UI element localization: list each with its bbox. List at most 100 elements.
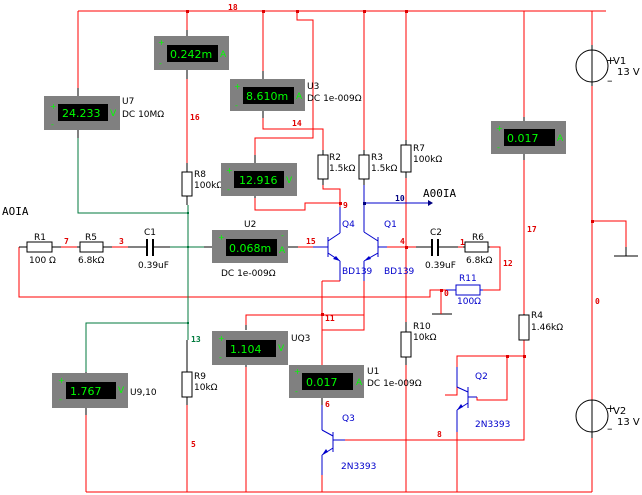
- meter-reading: 0.017: [507, 132, 539, 145]
- meter-reading: 0.068m: [229, 242, 271, 255]
- svg-text:+: +: [294, 367, 301, 376]
- q2-model: 2N3393: [475, 420, 510, 430]
- probe-label-input: AOIA: [2, 205, 29, 218]
- c1-value: 0.39uF: [138, 261, 169, 271]
- c2-value: 0.39uF: [425, 261, 456, 271]
- meter-reading: 1.767: [70, 385, 102, 398]
- transistor-Q3[interactable]: [321, 405, 345, 475]
- net-label: 4: [400, 237, 405, 246]
- v1-name: V1: [613, 56, 626, 67]
- resistor-R11[interactable]: [446, 284, 483, 296]
- resistor-R8[interactable]: [181, 171, 193, 197]
- voltmeter-U9-10[interactable]: +- 1.767 V: [52, 373, 128, 408]
- r9-value: 10kΩ: [194, 383, 218, 393]
- net-label: 6: [325, 400, 330, 409]
- resistor-R10[interactable]: [400, 331, 412, 358]
- svg-text:-: -: [235, 101, 238, 110]
- q4-name: Q4: [342, 220, 355, 230]
- r2-value: 1.5kΩ: [329, 164, 356, 174]
- v1-value: 13 V: [617, 67, 640, 78]
- voltmeter-UQ3[interactable]: +- 1.104 V: [212, 331, 288, 365]
- r7-value: 100kΩ: [413, 155, 442, 165]
- meter-unit: A: [356, 378, 363, 388]
- svg-text:-: -: [497, 143, 500, 152]
- multimeter-U7[interactable]: +- 24.233 V: [44, 96, 120, 130]
- svg-text:+: +: [496, 124, 503, 133]
- capacitor-C2[interactable]: [431, 239, 439, 256]
- voltage-source-V1[interactable]: + –: [575, 49, 615, 87]
- resistor-R3[interactable]: [358, 154, 370, 180]
- v1-plus-sign: +: [606, 54, 615, 67]
- svg-text:-: -: [159, 59, 162, 68]
- ammeter-upper[interactable]: +- 0.242m A: [154, 36, 229, 70]
- resistor-R9[interactable]: [181, 371, 193, 398]
- svg-text:+: +: [218, 334, 225, 343]
- voltage-source-V2[interactable]: + –: [575, 399, 615, 435]
- ground-symbol-right: [614, 247, 638, 257]
- resistor-R2[interactable]: [317, 154, 329, 180]
- r9-name: R9: [194, 372, 206, 382]
- svg-text:-: -: [295, 387, 298, 396]
- net-label: 7: [64, 237, 69, 246]
- r5-value: 6.8kΩ: [78, 256, 105, 266]
- r7-name: R7: [413, 144, 425, 154]
- svg-text:+: +: [58, 376, 65, 385]
- transistor-Q4[interactable]: [322, 207, 341, 282]
- r6-value: 6.8kΩ: [466, 256, 493, 266]
- svg-text:+: +: [50, 102, 57, 111]
- svg-text:-: -: [51, 120, 54, 129]
- meter-unit: V: [110, 109, 117, 119]
- ammeter-U3[interactable]: +- 8.610m A: [230, 79, 305, 111]
- net-label: 11: [325, 314, 335, 323]
- svg-text:+: +: [218, 233, 225, 242]
- junction-dots: [186, 10, 594, 358]
- r4-value: 1.46kΩ: [531, 323, 563, 333]
- net-label: 12: [503, 259, 513, 268]
- ammeter-U1[interactable]: + - 0.017 A: [289, 365, 364, 398]
- net-label: 15: [306, 237, 316, 246]
- resistor-R1[interactable]: [26, 241, 53, 253]
- net-label: 3: [119, 237, 124, 246]
- meter-reading: 8.610m: [246, 90, 288, 103]
- resistor-R4[interactable]: [518, 314, 530, 341]
- q2-name: Q2: [475, 372, 488, 382]
- r8-name: R8: [194, 170, 206, 180]
- meter-reading: 12.916: [239, 174, 278, 187]
- transistor-Q2[interactable]: [456, 367, 477, 432]
- resistor-R6[interactable]: [464, 241, 489, 253]
- svg-text:-: -: [59, 395, 62, 404]
- q3-name: Q3: [342, 414, 355, 424]
- svg-text:-: -: [227, 185, 230, 194]
- probe-label-output: A00IA: [423, 187, 456, 200]
- r11-value: 100Ω: [457, 297, 481, 307]
- meter-unit: A: [557, 134, 564, 144]
- svg-text:-: -: [281, 231, 284, 240]
- c1-name: C1: [144, 228, 156, 238]
- r11-name: R11: [459, 274, 477, 284]
- meter-label: UQ3: [291, 334, 310, 344]
- svg-text:+: +: [234, 82, 241, 91]
- svg-text:+: +: [158, 38, 165, 47]
- r1-name: R1: [34, 233, 46, 243]
- net-label: 18: [228, 3, 238, 12]
- transistor-Q1[interactable]: [363, 231, 379, 281]
- ground-symbol-mid: [432, 305, 452, 315]
- c2-name: C2: [430, 228, 442, 238]
- meter-reading: 0.017: [306, 376, 338, 389]
- resistor-R5[interactable]: [79, 241, 104, 253]
- meter-sub-label: DC 10MΩ: [122, 110, 164, 120]
- capacitor-C1[interactable]: [146, 239, 154, 256]
- net-label: 14: [292, 119, 302, 128]
- meter-sub-label: DC 1e-009Ω: [367, 379, 422, 389]
- resistor-R7[interactable]: [400, 144, 412, 173]
- wires-blue: [313, 185, 432, 248]
- r3-value: 1.5kΩ: [371, 164, 398, 174]
- v2-name: V2: [613, 406, 626, 417]
- meter-sub-label: DC 1e-009Ω: [221, 269, 276, 279]
- ammeter-U2[interactable]: + - 0.068m A: [212, 230, 288, 263]
- voltmeter-mid[interactable]: +- 12.916 V: [221, 163, 297, 196]
- meter-unit: A: [279, 246, 286, 256]
- q4-model: BD139: [342, 267, 373, 277]
- ammeter-right[interactable]: + - 0.017 A: [491, 121, 566, 154]
